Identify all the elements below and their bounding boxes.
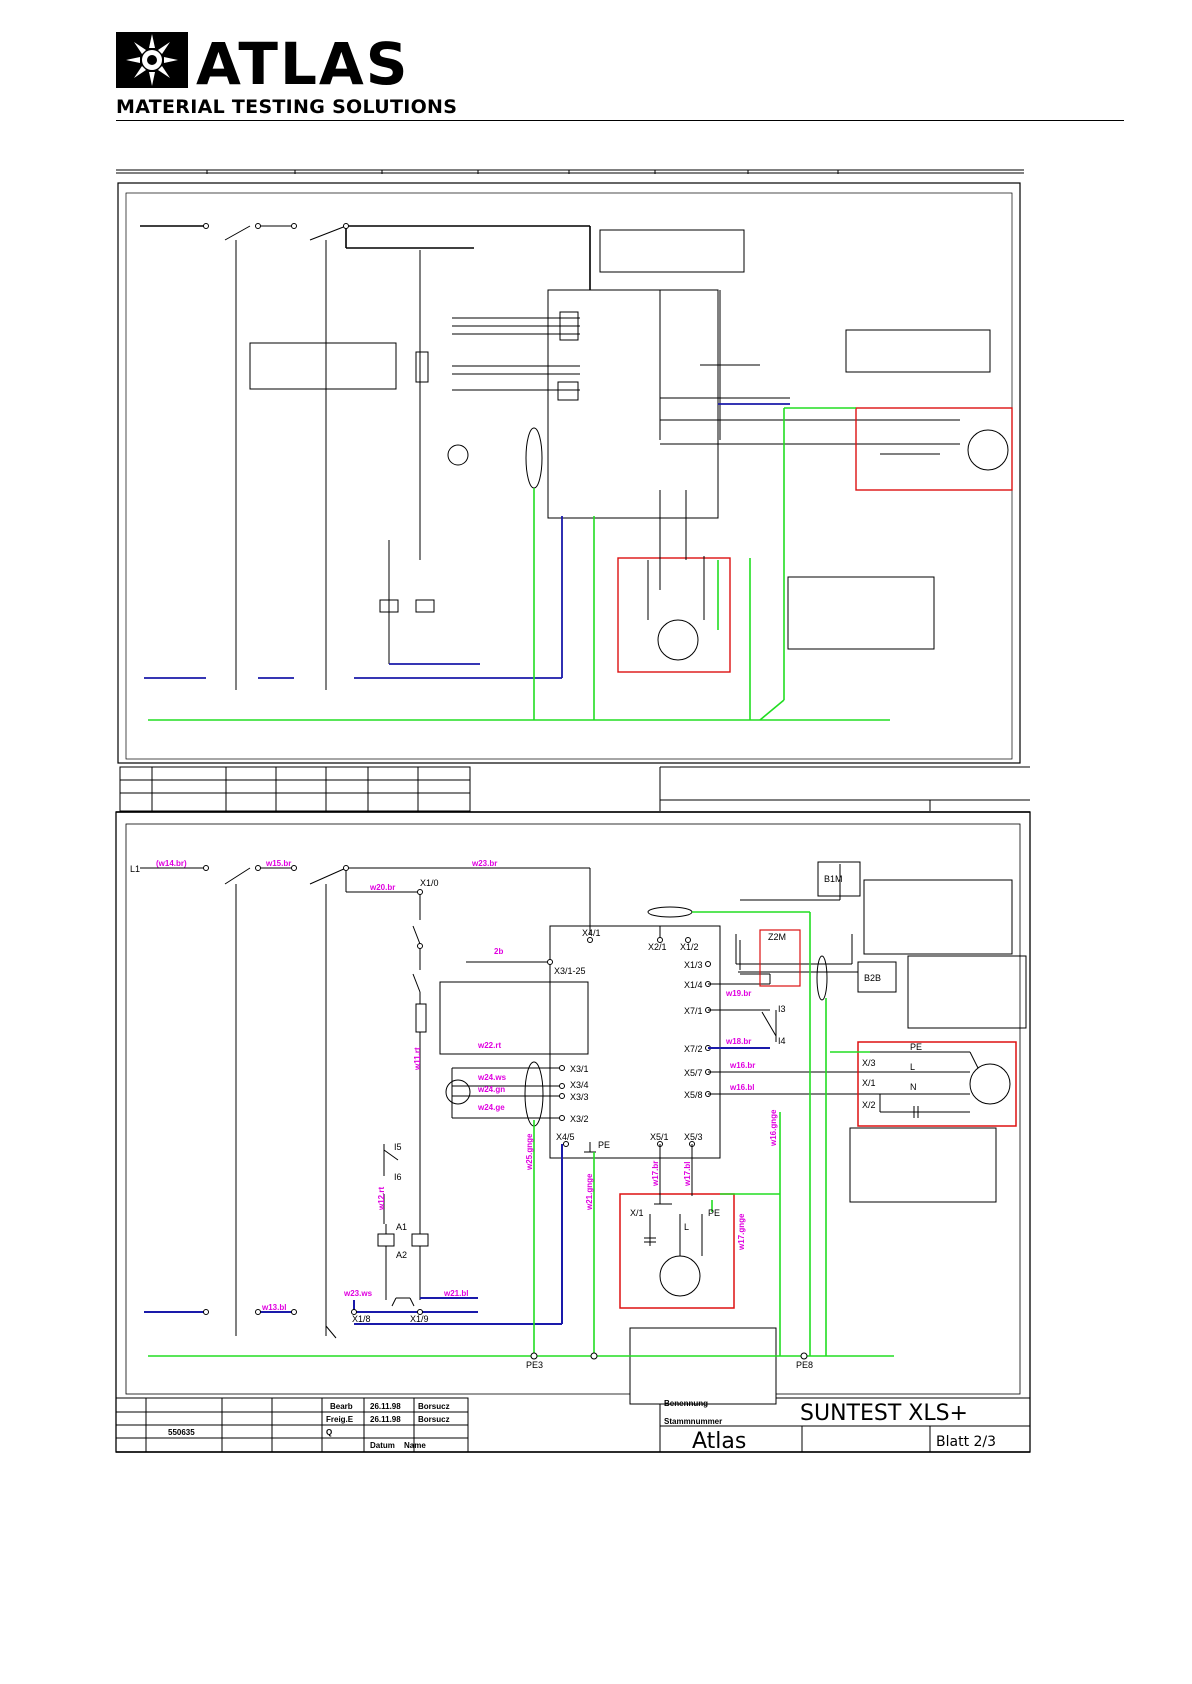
term-x5-3: X5/3 [684, 1132, 703, 1142]
wire-w16gnge: w16.gnge [769, 1109, 778, 1147]
term-x1-3: X1/3 [684, 960, 703, 970]
tb-maker: Atlas [692, 1429, 746, 1454]
comp-z2m: Z2M [768, 932, 786, 942]
wire-w18br: w18.br [725, 1037, 751, 1046]
wire-w23ws: w23.ws [343, 1289, 373, 1298]
term-x1-9: X1/9 [410, 1314, 429, 1324]
term-x4-5: X4/5 [556, 1132, 575, 1142]
tb-col-name: Name [404, 1441, 426, 1450]
wire-w20br: w20.br [369, 883, 395, 892]
tb-product: SUNTEST XLS+ [800, 1401, 968, 1426]
upper-schematic [116, 169, 1030, 812]
tb-freig: Freig.E [326, 1415, 354, 1424]
tb-bearb-date: 26.11.98 [370, 1402, 401, 1411]
term-pe: PE [598, 1140, 610, 1150]
term-x4-1: X4/1 [582, 928, 601, 938]
atlas-logo [116, 32, 488, 118]
comp-i3: I3 [778, 1004, 786, 1014]
wire-w13bl: w13.bl [261, 1303, 286, 1312]
comp-a1: A1 [396, 1222, 407, 1232]
wire-w25gnge: w25.gnge [525, 1133, 534, 1171]
term-x1-4: X1/4 [684, 980, 703, 990]
tb-benennung: Benennung [664, 1399, 708, 1408]
wire-w24ws: w24.ws [477, 1073, 507, 1082]
term-x3-2: X3/2 [570, 1114, 589, 1124]
wire-w21bl: w21.bl [443, 1289, 468, 1298]
wire-w23br: w23.br [471, 859, 497, 868]
tb-q: Q [326, 1428, 332, 1437]
motor-x1: X/1 [862, 1078, 876, 1088]
term-x1-8: X1/8 [352, 1314, 371, 1324]
term-x7-1: X7/1 [684, 1006, 703, 1016]
tb-drawing-no: 550635 [168, 1428, 195, 1437]
comp-i4: I4 [778, 1036, 786, 1046]
term-x7-2: X7/2 [684, 1044, 703, 1054]
sun-burst-icon [116, 32, 188, 88]
label-l1: L1 [130, 864, 140, 874]
wire-w21gnge: w21.gnge [585, 1173, 594, 1211]
wire-w24gn: w24.gn [477, 1085, 505, 1094]
tb-freig-name: Borsucz [418, 1415, 450, 1424]
comp-b1m: B1M [824, 874, 843, 884]
wire-w16br: w16.br [729, 1061, 755, 1070]
comp-i5: I5 [394, 1142, 402, 1152]
term-x1-0: X1/0 [420, 878, 439, 888]
wire-w12rt: w12.rt [377, 1187, 386, 1211]
brand-name: ATLAS [196, 30, 410, 98]
wire-w22rt: w22.rt [477, 1041, 501, 1050]
tb-bearb: Bearb [330, 1402, 353, 1411]
wire-w17bl: w17.bl [683, 1162, 692, 1187]
tb-bearb-name: Borsucz [418, 1402, 450, 1411]
term-x3-1-25: X3/1-25 [554, 966, 586, 976]
wire-w17gnge: w17.gnge [737, 1213, 746, 1251]
term-x3-4: X3/4 [570, 1080, 589, 1090]
term-x3-3: X3/3 [570, 1092, 589, 1102]
term-x5-1: X5/1 [650, 1132, 669, 1142]
schematic-labels: L1 (w14.br) w15.br w23.br w20.br X1/0 2b… [130, 859, 996, 1454]
wire-w17br: w17.br [651, 1161, 660, 1187]
wire-w19br: w19.br [725, 989, 751, 998]
lower-schematic [115, 811, 1031, 1453]
term-x5-7: X5/7 [684, 1068, 703, 1078]
header-divider [116, 120, 1124, 121]
tb-col-datum: Datum [370, 1441, 395, 1450]
tb-sheet: Blatt 2/3 [936, 1434, 996, 1450]
wire-w15br: w15.br [265, 859, 291, 868]
motor-l: L [910, 1062, 915, 1072]
tb-freig-date: 26.11.98 [370, 1415, 401, 1424]
term-x3-1: X3/1 [570, 1064, 589, 1074]
term-pe3: PE3 [526, 1360, 543, 1370]
wire-w11rt: w11.rt [413, 1047, 422, 1071]
brand-tagline: MATERIAL TESTING SOLUTIONS [116, 96, 458, 118]
comp-a2: A2 [396, 1250, 407, 1260]
term-x5-8: X5/8 [684, 1090, 703, 1100]
wire-w14br: (w14.br) [156, 859, 187, 868]
tb-stammnummer: Stammnummer [664, 1417, 722, 1426]
term-x1-2: X1/2 [680, 942, 699, 952]
wire-2b: 2b [494, 947, 503, 956]
wire-w16bl: w16.bl [729, 1083, 754, 1092]
comp-b2b: B2B [864, 973, 881, 983]
wire-w24ge: w24.ge [477, 1103, 505, 1112]
motor-n: N [910, 1082, 917, 1092]
comp-i6: I6 [394, 1172, 402, 1182]
motor-x3: X/3 [862, 1058, 876, 1068]
term-pe8: PE8 [796, 1360, 813, 1370]
motor-pe: PE [910, 1042, 922, 1052]
motor2-x1: X/1 [630, 1208, 644, 1218]
motor2-pe: PE [708, 1208, 720, 1218]
motor2-l: L [684, 1222, 689, 1232]
term-x2-1: X2/1 [648, 942, 667, 952]
motor-x2: X/2 [862, 1100, 876, 1110]
